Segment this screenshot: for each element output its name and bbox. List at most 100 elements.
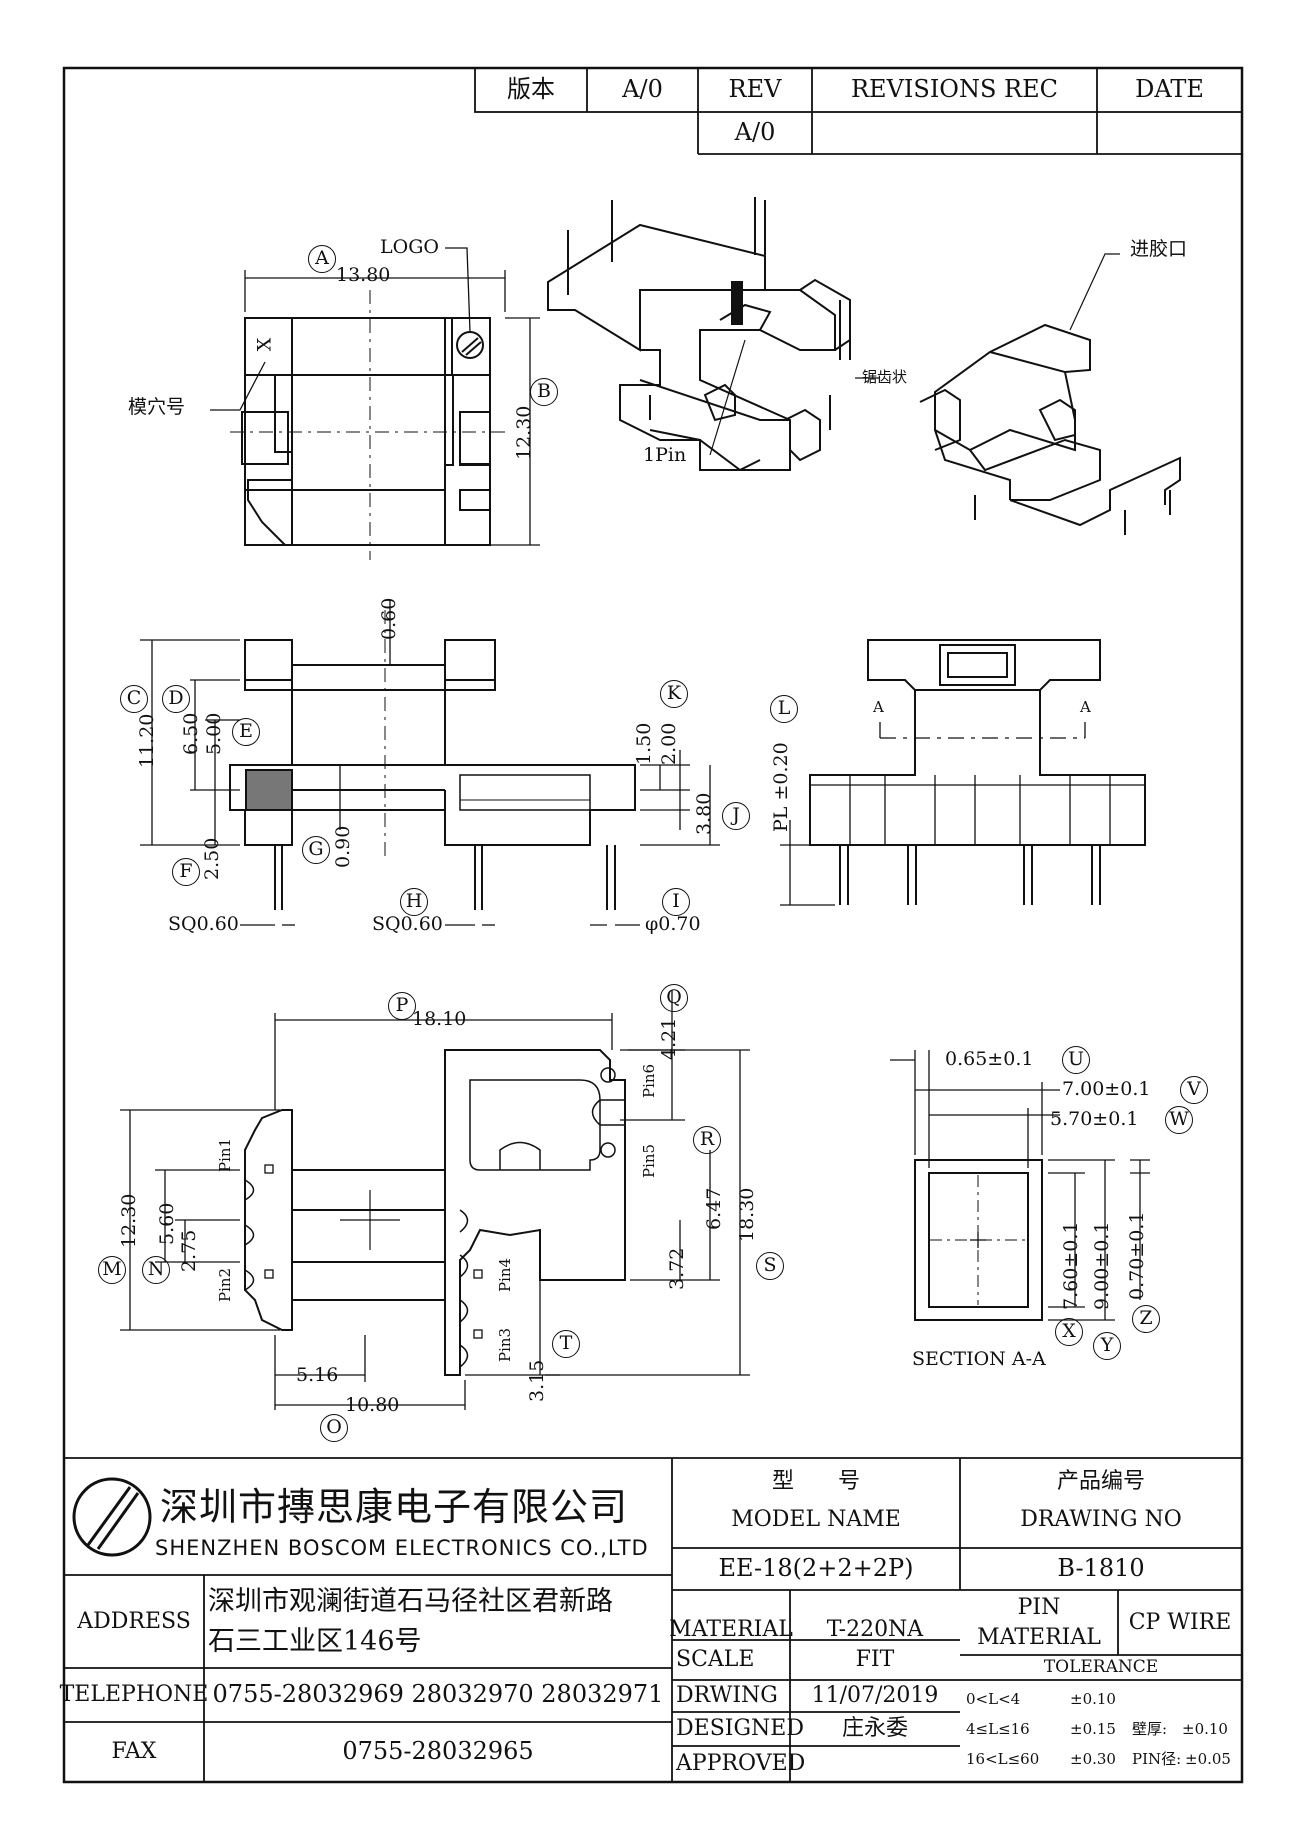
dim-v-letter: V (1180, 1076, 1208, 1104)
model-label-cn: 型 号 (771, 1469, 860, 1495)
drawing-value: B-1810 (1057, 1554, 1145, 1583)
dim-w-value: 5.70±0.1 (1050, 1108, 1139, 1130)
drawing-date-value: 11/07/2019 (811, 1683, 939, 1709)
dim-f-letter: F (172, 858, 200, 886)
rev-version-value: A/0 (622, 75, 663, 104)
tol-row2-range: 4≤L≤16 (966, 1720, 1030, 1738)
dim-top-value: 0.60 (378, 597, 400, 640)
section-mark-left: A (873, 698, 884, 716)
revision-table-lines (474, 67, 1243, 155)
model-label-en: MODEL NAME (731, 1507, 901, 1533)
gate-label: 进胶口 (1130, 238, 1188, 260)
dim-p-value: 18.10 (412, 1008, 467, 1030)
dim-b-letter: B (530, 378, 558, 406)
pin-dia-label: PIN径: (1132, 1750, 1182, 1768)
dim-o-letter: O (320, 1414, 348, 1442)
top-view-outline (230, 290, 505, 560)
rev-value: A/0 (734, 118, 776, 147)
iso-view-1-leaders (709, 339, 880, 456)
material-label: MATERIAL (669, 1617, 793, 1643)
section-title: SECTION A-A (912, 1348, 1046, 1370)
section-view-dims (890, 1050, 1150, 1321)
rev-version-label: 版本 (507, 75, 555, 104)
iso-view-2 (919, 323, 1181, 535)
model-value: EE-18(2+2+2P) (718, 1554, 914, 1583)
serration-label: 锯齿状 (862, 368, 908, 386)
top-view-dims (210, 247, 540, 546)
revisions-header: REVISIONS REC (850, 75, 1059, 104)
tol-row3-range: 16<L≤60 (966, 1750, 1040, 1768)
dim-g-value: 0.90 (332, 825, 354, 868)
dim-y-value: 9.00±0.1 (1091, 1221, 1113, 1310)
scale-label: SCALE (676, 1647, 755, 1673)
bottom-view-outline (244, 1049, 626, 1376)
dim-n-value-a: 5.60 (156, 1202, 178, 1245)
dim-x-letter: X (1055, 1318, 1083, 1346)
pin3-bottom-label: Pin3 (496, 1327, 514, 1362)
pin1-label: 1Pin (643, 444, 687, 466)
dim-n-value-b: 2.75 (178, 1229, 200, 1272)
address-label: ADDRESS (77, 1608, 191, 1634)
dim-k-value-b: 2.00 (658, 722, 680, 765)
pin6-label: Pin6 (640, 1063, 658, 1098)
side-view-outline (809, 639, 1146, 905)
dim-e-letter: E (232, 718, 260, 746)
dim-j-letter: J (722, 802, 750, 830)
dim-j-value: 3.80 (693, 792, 715, 835)
sq-left: SQ0.60 (168, 913, 239, 935)
dim-k-value-a: 1.50 (633, 722, 655, 765)
phi-value: φ0.70 (645, 913, 701, 935)
dim-o-value-b: 10.80 (345, 1394, 400, 1416)
iso-view-2-leaders (1069, 253, 1120, 331)
telephone-value: 0755-28032969 28032970 28032971 (212, 1680, 664, 1709)
dim-t-value: 3.15 (526, 1359, 548, 1402)
pin-dia-value: ±0.05 (1185, 1750, 1231, 1768)
dim-y-letter: Y (1093, 1332, 1121, 1360)
tol-row1-range: 0<L<4 (966, 1690, 1021, 1708)
front-view-outline (229, 610, 636, 910)
dim-f-value: 2.50 (201, 837, 223, 880)
dim-g-letter: G (302, 836, 330, 864)
telephone-label: TELEPHONE (59, 1682, 209, 1708)
pin-material-value: CP WIRE (1128, 1610, 1232, 1636)
pin2-bottom-label: Pin2 (216, 1267, 234, 1302)
side-view-dims (780, 820, 835, 906)
dim-m-value: 12.30 (118, 1193, 140, 1248)
dim-z-value: 0.70±0.1 (1126, 1211, 1148, 1300)
dim-d-value: 6.50 (180, 712, 202, 755)
company-logo-mark (72, 1477, 152, 1557)
company-name-en: SHENZHEN BOSCOM ELECTRONICS CO.,LTD (155, 1536, 649, 1560)
dim-i-letter: I (662, 888, 690, 916)
wall-label: 壁厚: (1132, 1720, 1168, 1738)
company-name-cn: 深圳市摶思康电子有限公司 (160, 1485, 629, 1529)
section-mark-right: A (1080, 698, 1091, 716)
dim-c-value: 11.20 (136, 713, 158, 768)
dim-s-letter: S (756, 1252, 784, 1280)
dim-o-value-a: 5.16 (296, 1364, 339, 1386)
drawing-label-en: DRAWING NO (1020, 1507, 1182, 1533)
logo-label: LOGO (380, 236, 439, 258)
dim-a-letter: A (308, 245, 336, 273)
designed-label: DESIGNED (676, 1716, 804, 1742)
address-line2: 石三工业区146号 (208, 1626, 422, 1657)
dim-u-value: 0.65±0.1 (945, 1048, 1034, 1070)
dim-x-value: 7.60±0.1 (1060, 1221, 1082, 1310)
tolerance-label: TOLERANCE (1043, 1657, 1159, 1678)
bottom-view-dims (120, 990, 750, 1410)
designed-value: 庄永委 (841, 1716, 908, 1742)
iso-view-1 (547, 197, 851, 471)
rev-header: REV (728, 75, 782, 104)
cavity-mark: X (253, 337, 276, 352)
dim-u-letter: U (1062, 1046, 1090, 1074)
dim-d-letter: D (162, 685, 190, 713)
dim-372: 3.72 (666, 1247, 688, 1290)
pin4-bottom-label: Pin4 (496, 1257, 514, 1292)
title-block-lines (64, 1457, 1242, 1782)
pin5-label: Pin5 (640, 1143, 658, 1178)
tol-row2-value: ±0.15 (1070, 1720, 1116, 1738)
approved-label: APPROVED (676, 1751, 806, 1777)
dim-p-letter: P (388, 992, 416, 1020)
address-line1: 深圳市观澜街道石马径社区君新路 (208, 1586, 613, 1617)
